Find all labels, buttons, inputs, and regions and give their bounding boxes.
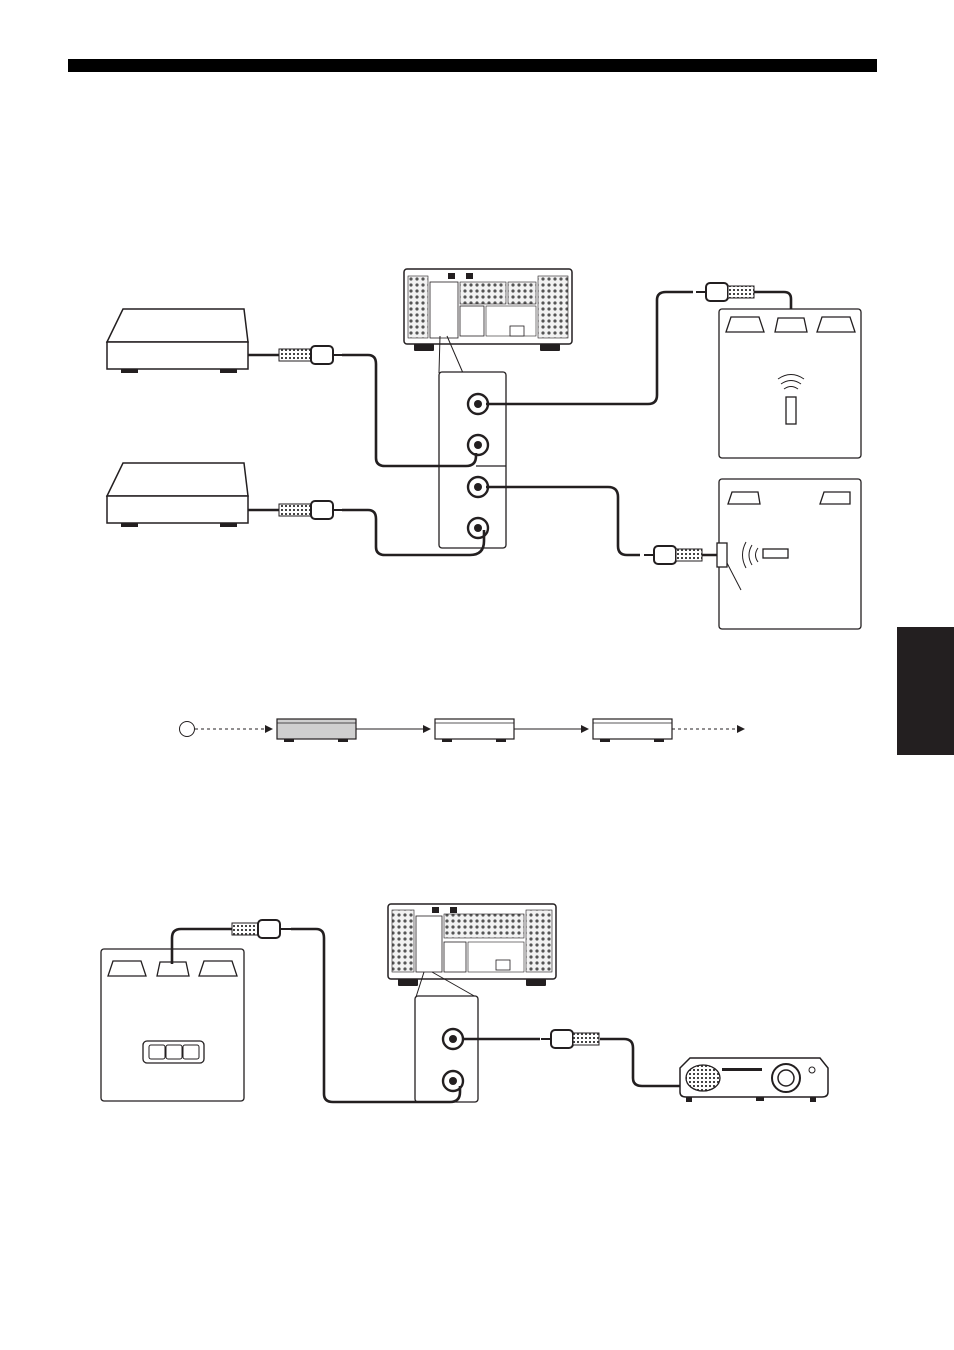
external-device-1 xyxy=(107,309,248,373)
zone-room-ir-receiver xyxy=(719,309,861,458)
plug-device-1 xyxy=(279,346,343,364)
chain-start-circle xyxy=(180,722,195,737)
chain-device-3 xyxy=(593,719,672,742)
jack-3 xyxy=(468,477,488,497)
receiver-rear-panel xyxy=(404,269,572,351)
chain-device-2 xyxy=(435,719,514,742)
jack-1 xyxy=(468,394,488,414)
jack-2 xyxy=(468,435,488,455)
projector xyxy=(680,1058,828,1102)
plug-zone-bottom xyxy=(644,546,702,564)
room-ir-emitter xyxy=(717,479,861,629)
trigger-jack-1 xyxy=(443,1029,463,1049)
external-device-2 xyxy=(107,463,248,527)
daisy-chain xyxy=(180,719,745,742)
plug-projector xyxy=(541,1030,599,1048)
remote-jack-panel xyxy=(439,372,506,548)
plug-device-2 xyxy=(279,501,343,519)
room-with-sofa xyxy=(101,949,244,1101)
sofa-icon xyxy=(143,1041,204,1063)
trigger-jack-panel xyxy=(415,996,478,1102)
plug-zone-top xyxy=(696,283,754,301)
receiver-rear-panel-2 xyxy=(388,904,556,986)
plug-room xyxy=(232,920,291,938)
chain-device-1 xyxy=(277,719,356,742)
